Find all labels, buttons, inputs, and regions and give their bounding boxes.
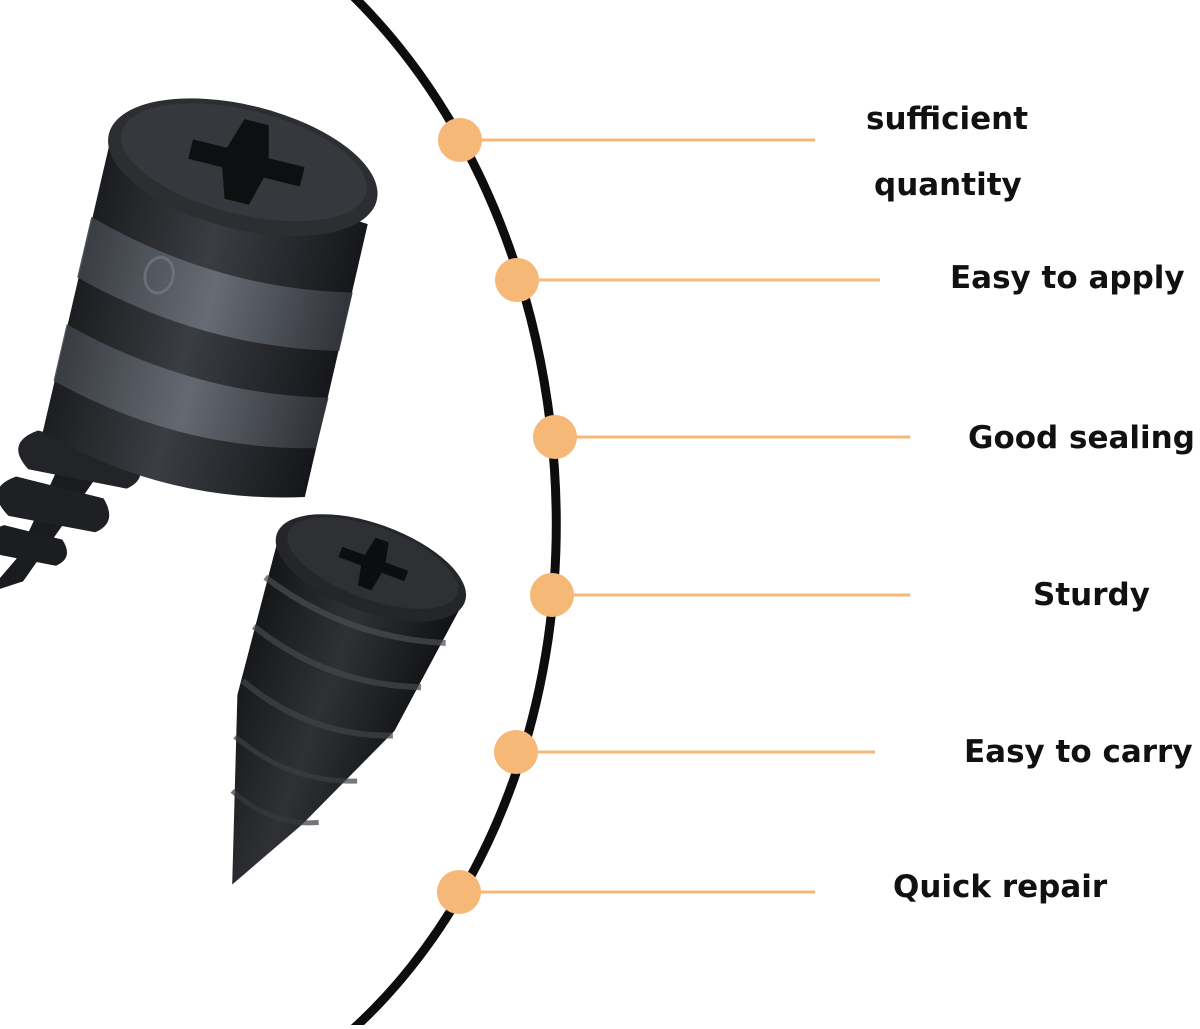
marker-dot-sealing (533, 415, 577, 459)
feature-label-quick-repair: Quick repair (893, 869, 1108, 905)
feature-label-good-sealing: Good sealing (968, 420, 1195, 456)
marker-dot-repair (437, 870, 481, 914)
feature-label-line2: quantity (874, 167, 1022, 203)
feature-label-easy-to-carry: Easy to carry (964, 734, 1193, 770)
marker-dot-carry (494, 730, 538, 774)
tire-repair-screw-icon (230, 514, 467, 885)
feature-label-sturdy: Sturdy (1033, 577, 1150, 613)
tire-repair-plug-icon (0, 98, 378, 593)
feature-label-line1: sufficient (866, 101, 1029, 137)
feature-label-easy-to-apply: Easy to apply (950, 260, 1185, 296)
marker-dot-apply (495, 258, 539, 302)
feature-label-sufficient-quantity: sufficient quantity (866, 86, 1086, 218)
marker-dot-quantity (438, 118, 482, 162)
marker-dot-sturdy (530, 573, 574, 617)
